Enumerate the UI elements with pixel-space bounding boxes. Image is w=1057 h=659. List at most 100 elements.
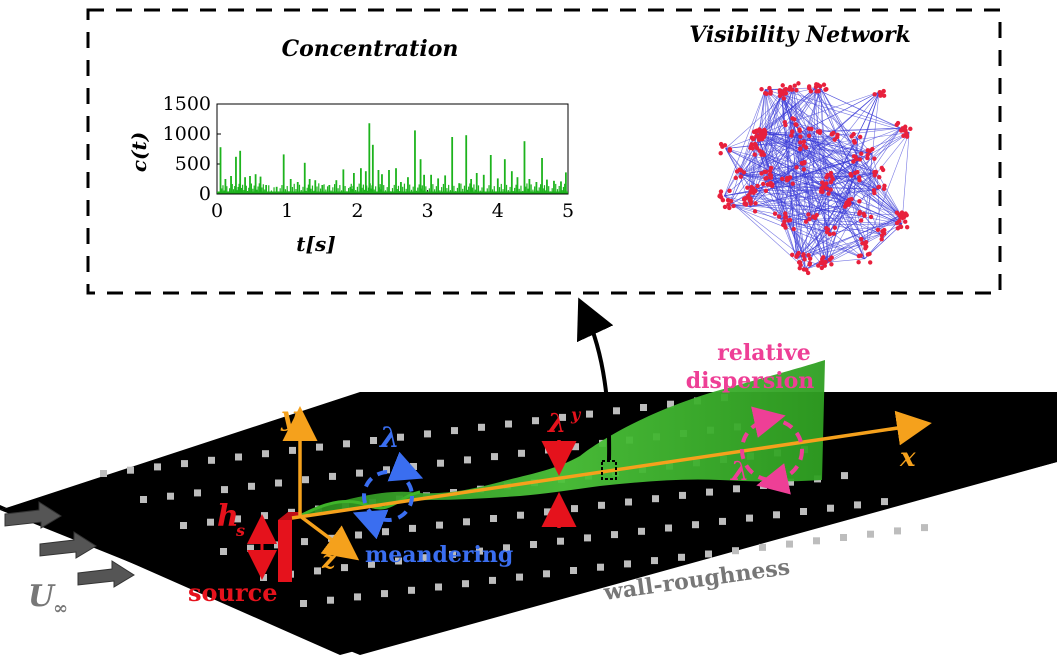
roughness-cube (437, 459, 444, 467)
network-node (897, 212, 902, 218)
network-edge (724, 190, 752, 197)
network-node (727, 205, 732, 211)
network-node (749, 142, 754, 147)
probe-box (601, 460, 617, 480)
network-node (798, 140, 803, 145)
network-node (821, 184, 826, 189)
network-node (722, 143, 728, 148)
roughness-cube (854, 501, 861, 509)
network-node (894, 122, 899, 127)
network-node (872, 156, 877, 161)
network-node (783, 211, 788, 216)
roughness-cube (463, 518, 470, 526)
network-edge (853, 203, 881, 235)
meandering-label: meandering (365, 542, 513, 568)
network-node (803, 219, 809, 224)
network-node (759, 152, 764, 157)
network-node (797, 127, 802, 132)
roughness-cube (329, 472, 336, 480)
network-node (783, 122, 788, 128)
network-node (830, 177, 836, 182)
network-node (718, 189, 724, 194)
network-node (759, 132, 764, 138)
network-node (752, 152, 757, 157)
lambda-dispersion: λ (730, 457, 749, 487)
x-tick-label: 4 (492, 200, 504, 222)
roughness-cube (248, 482, 255, 490)
network-node (903, 219, 908, 224)
roughness-cube (274, 541, 281, 549)
plume (300, 360, 825, 518)
network-node (908, 126, 913, 132)
roughness-cube (462, 580, 469, 588)
network-node (764, 175, 769, 181)
roughness-cube (572, 443, 579, 451)
network-node (870, 146, 875, 152)
inset-box (86, 8, 1002, 295)
network-node (782, 215, 788, 220)
network-node (781, 96, 787, 101)
network-node (904, 212, 909, 218)
network-edge (725, 148, 824, 266)
network-node (829, 262, 834, 267)
network-node (826, 191, 831, 196)
network-edge (769, 91, 880, 187)
network-edge (739, 174, 854, 204)
x-axis-arrow (291, 410, 932, 520)
network-node (807, 216, 812, 222)
network-node (868, 214, 874, 220)
roughness-cube (478, 423, 485, 431)
network-node (768, 89, 773, 94)
freestream-arrow (77, 560, 135, 588)
roughness-cube (543, 570, 550, 578)
network-edge (729, 204, 830, 233)
network-node (749, 135, 755, 140)
network-node (807, 262, 812, 267)
network-node (832, 225, 838, 230)
roughness-cube (503, 544, 510, 552)
network-node (801, 252, 806, 257)
network-node (872, 92, 877, 97)
network-node (879, 233, 885, 238)
roughness-cube (383, 466, 390, 474)
roughness-cube (408, 586, 415, 594)
network-node (857, 134, 863, 140)
network-node (762, 169, 767, 175)
network-node (895, 226, 901, 231)
network-node (806, 126, 812, 131)
network-edge (757, 95, 782, 136)
roughness-cube (786, 540, 793, 548)
network-node (881, 93, 887, 98)
roughness-cube (613, 407, 620, 415)
roughness-cube (597, 563, 604, 571)
network-edge (759, 152, 768, 180)
relative-label: relative (717, 340, 811, 366)
network-node (894, 220, 900, 226)
network-node (881, 88, 886, 94)
network-node (793, 122, 798, 127)
network-node (761, 181, 766, 187)
network-node (733, 175, 738, 181)
network-node (827, 257, 832, 262)
network-node (743, 196, 748, 201)
roughness-cube (545, 446, 552, 454)
network-node (801, 143, 806, 148)
network-node (748, 188, 754, 193)
network-node (752, 141, 758, 147)
network-node (777, 89, 783, 95)
dispersion-label: dispersion (686, 368, 815, 394)
network-node (879, 236, 884, 242)
network-node (806, 133, 812, 138)
roughness-cube (733, 485, 740, 493)
network-edge (855, 175, 903, 218)
roughness-cube (584, 534, 591, 542)
network-node (904, 134, 910, 139)
y-tick-label: 1500 (163, 93, 211, 115)
network-node (808, 89, 814, 94)
roughness-cube (491, 453, 498, 461)
network-node (768, 165, 774, 171)
network-node (717, 193, 722, 199)
roughness-cube (840, 534, 847, 541)
roughness-cube (368, 560, 375, 568)
network-node (780, 222, 786, 228)
